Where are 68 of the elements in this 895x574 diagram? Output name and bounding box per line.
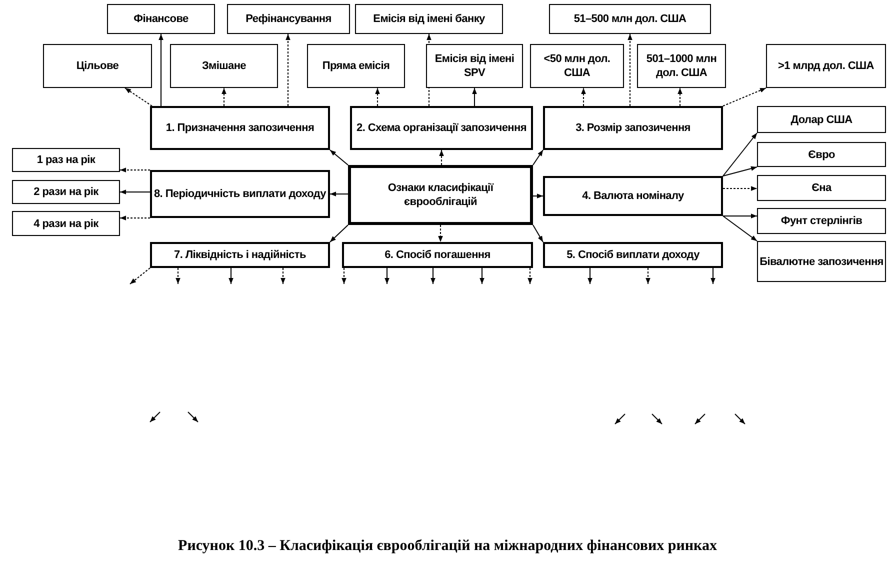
value-box: Фінансове [107, 4, 215, 34]
value-box: 2 рази на рік [12, 180, 120, 204]
arrow [678, 88, 682, 106]
value-box: Цільове [43, 44, 152, 88]
category-box: 1. Призначення запозичення [150, 106, 330, 150]
category-box: 4. Валюта номіналу [543, 176, 723, 216]
arrow [120, 216, 150, 220]
value-box: Емісія від імені SPV [426, 44, 523, 88]
figure-caption: Рисунок 10.3 – Класифікація єврооблігацій на міжнародних фінансових ринках [177, 538, 718, 555]
value-box: <50 млн дол. США [530, 44, 624, 88]
value-box: Єна [757, 175, 886, 201]
category-box: 2. Схема організації запозичення [350, 106, 533, 150]
arrow [532, 150, 544, 166]
arrow [532, 224, 544, 242]
category-box: 3. Розмір запозичення [543, 106, 723, 150]
value-box: Бівалютне запозичення [757, 241, 886, 282]
value-box: 1 раз на рік [12, 148, 120, 172]
value-box: 51–500 млн дол. США [549, 4, 711, 34]
value-box: 501–1000 млн дол. США [637, 44, 726, 88]
arrow [176, 268, 180, 284]
arrow [222, 88, 226, 106]
arrow [330, 192, 348, 196]
arrow [158, 34, 164, 106]
arrow [628, 34, 632, 106]
arrow [120, 168, 150, 172]
value-box: Змішане [170, 44, 278, 88]
arrow [588, 268, 592, 284]
category-box: 7. Ліквідність і надійність [150, 242, 330, 268]
value-box: Емісія від імені банку [355, 4, 503, 34]
arrow [286, 34, 290, 106]
arrow [722, 166, 758, 176]
value-box: Фунт стерлінгів [757, 208, 886, 234]
arrow [330, 224, 348, 242]
arrow [438, 224, 443, 242]
arrow [342, 268, 346, 284]
arrow [532, 194, 544, 198]
arrow [280, 268, 286, 284]
value-box: Долар США [757, 106, 886, 133]
arrow [528, 268, 532, 284]
arrow [375, 88, 380, 106]
arrow [130, 268, 150, 284]
value-box: Євро [757, 142, 886, 167]
category-box: 6. Спосіб погашення [342, 242, 533, 268]
arrow [722, 216, 758, 242]
value-box: Рефінансування [227, 4, 350, 34]
arrow [646, 268, 650, 284]
value-box: >1 млрд дол. США [766, 44, 886, 88]
root-box: Ознаки класифікації єврооблігацій [348, 165, 533, 225]
arrow [480, 268, 484, 284]
arrow [426, 34, 432, 106]
category-box: 8. Періодичність виплати доходу [150, 170, 330, 218]
category-box: 5. Спосіб виплати доходу [543, 242, 723, 268]
arrow [124, 88, 152, 106]
arrow [710, 268, 716, 284]
arrow [330, 150, 348, 166]
arrow [581, 88, 586, 106]
arrow [120, 190, 150, 194]
arrow [722, 214, 758, 218]
arrow [722, 186, 758, 191]
value-box: 4 рази на рік [12, 211, 120, 236]
arrow [439, 150, 444, 166]
value-box: Пряма емісія [307, 44, 405, 88]
arrow [228, 268, 234, 284]
arrow [430, 268, 436, 284]
arrow [472, 88, 477, 106]
arrow [384, 268, 390, 284]
arrow [722, 132, 758, 176]
arrow [722, 88, 766, 106]
